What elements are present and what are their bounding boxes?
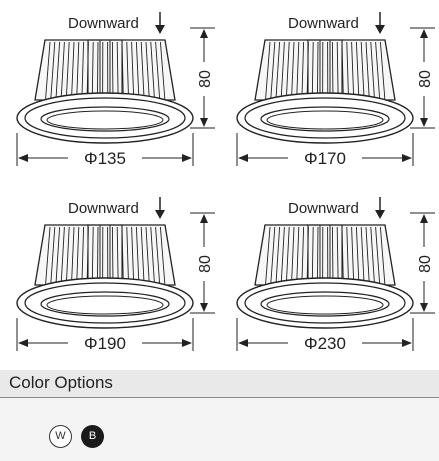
section-title: Color Options <box>9 373 113 392</box>
bezel <box>16 277 194 329</box>
white-swatch[interactable]: W <box>49 425 72 448</box>
height-label: 80 <box>197 255 214 273</box>
diameter-label: Φ135 <box>84 149 126 168</box>
diameter-label: Φ170 <box>304 149 346 168</box>
height-dimension <box>410 212 435 314</box>
diameter-dimension <box>16 133 194 166</box>
diameter-dimension <box>236 318 414 351</box>
height-label: 80 <box>417 255 434 273</box>
black-swatch[interactable]: B <box>81 425 104 448</box>
color-options-section: Color Options W B <box>0 370 439 461</box>
height-label: 80 <box>417 70 434 88</box>
direction-label: Downward <box>288 200 359 217</box>
height-dimension <box>190 212 215 314</box>
diameter-label: Φ190 <box>84 334 126 353</box>
down-arrow-icon <box>375 12 385 34</box>
down-arrow-icon <box>155 12 165 34</box>
height-dimension <box>190 27 215 129</box>
diameter-label: Φ230 <box>304 334 346 353</box>
height-label: 80 <box>197 70 214 88</box>
heatsink-body <box>34 39 176 101</box>
heatsink-body <box>254 39 396 101</box>
down-arrow-icon <box>375 197 385 219</box>
diameter-dimension <box>16 318 194 351</box>
swatch-panel: W B <box>0 398 439 461</box>
heatsink-body <box>34 224 176 286</box>
direction-label: Downward <box>288 15 359 32</box>
section-header: Color Options <box>0 370 439 398</box>
heatsink-body <box>254 224 396 286</box>
diameter-dimension <box>236 133 414 166</box>
bezel <box>236 92 414 144</box>
direction-label: Downward <box>68 15 139 32</box>
down-arrow-icon <box>155 197 165 219</box>
direction-label: Downward <box>68 200 139 217</box>
bezel <box>16 92 194 144</box>
height-dimension <box>410 27 435 129</box>
bezel <box>236 277 414 329</box>
